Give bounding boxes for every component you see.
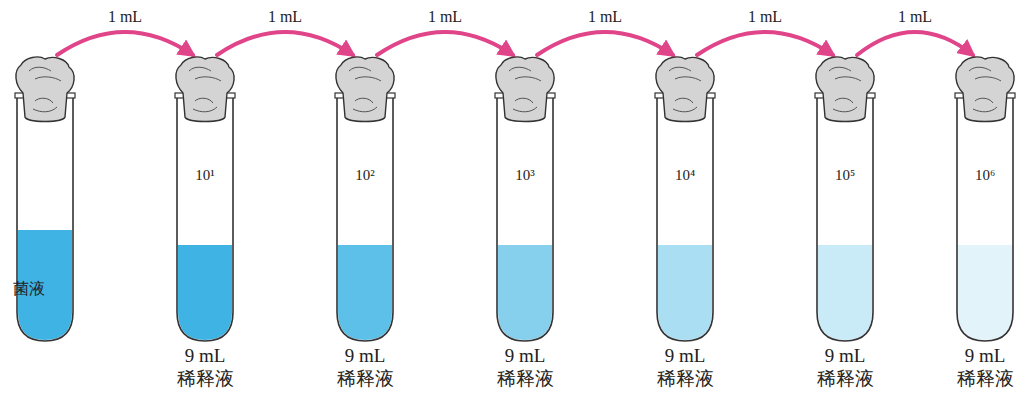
dilution-factor: 10³ bbox=[485, 167, 565, 184]
cotton-plug bbox=[656, 57, 714, 122]
tube-glass bbox=[817, 95, 873, 341]
liquid bbox=[658, 245, 712, 340]
plug-texture bbox=[29, 67, 61, 112]
cotton-plug bbox=[16, 57, 74, 122]
volume-label: 1 mL bbox=[585, 8, 625, 26]
volume-label: 1 mL bbox=[895, 8, 935, 26]
diluent-label: 9 mL 稀释液 bbox=[485, 345, 565, 391]
transfer-arrow bbox=[57, 32, 193, 55]
plug-texture bbox=[829, 67, 861, 112]
volume-label: 1 mL bbox=[425, 8, 465, 26]
test-tube bbox=[485, 55, 565, 390]
test-tube bbox=[805, 55, 885, 390]
tube-glass bbox=[497, 95, 553, 341]
diluent-label: 9 mL 稀释液 bbox=[645, 345, 725, 391]
culture-label: 菌液 bbox=[13, 279, 53, 300]
cotton-plug bbox=[816, 57, 874, 122]
test-tube bbox=[645, 55, 725, 390]
tube: 10⁵ 9 mL 稀释液 bbox=[805, 55, 885, 390]
dilution-factor: 10⁴ bbox=[645, 167, 725, 184]
liquid bbox=[338, 245, 392, 340]
cotton-plug bbox=[336, 57, 394, 122]
cotton-plug bbox=[176, 57, 234, 122]
diluent-label: 9 mL 稀释液 bbox=[945, 345, 1025, 391]
test-tube bbox=[945, 55, 1025, 390]
dilution-factor: 10¹ bbox=[165, 167, 245, 184]
liquid bbox=[958, 245, 1012, 340]
tube-glass bbox=[177, 95, 233, 341]
plug-texture bbox=[509, 67, 541, 112]
transfer-arrow bbox=[537, 32, 673, 55]
dilution-factor: 10² bbox=[325, 167, 405, 184]
tube-glass bbox=[657, 95, 713, 341]
transfer-arrow bbox=[217, 32, 353, 55]
tube: 10³ 9 mL 稀释液 bbox=[485, 55, 565, 390]
tube: 10¹ 9 mL 稀释液 bbox=[165, 55, 245, 390]
diluent-label: 9 mL 稀释液 bbox=[325, 345, 405, 391]
plug-texture bbox=[669, 67, 701, 112]
plug-texture bbox=[189, 67, 221, 112]
tube-glass bbox=[337, 95, 393, 341]
plug-texture bbox=[969, 67, 1001, 112]
test-tube bbox=[165, 55, 245, 390]
tube-glass bbox=[17, 95, 73, 341]
volume-label: 1 mL bbox=[105, 8, 145, 26]
transfer-arrow bbox=[857, 32, 973, 55]
tube: 10⁶ 9 mL 稀释液 bbox=[945, 55, 1025, 390]
liquid bbox=[818, 245, 872, 340]
tube-glass bbox=[957, 95, 1013, 341]
transfer-arrow bbox=[377, 32, 513, 55]
volume-label: 1 mL bbox=[265, 8, 305, 26]
dilution-factor: 10⁶ bbox=[945, 167, 1025, 184]
diluent-label: 9 mL 稀释液 bbox=[165, 345, 245, 391]
test-tube bbox=[325, 55, 405, 390]
cotton-plug bbox=[956, 57, 1014, 122]
diluent-label: 9 mL 稀释液 bbox=[805, 345, 885, 391]
liquid bbox=[498, 245, 552, 340]
tube: 10⁴ 9 mL 稀释液 bbox=[645, 55, 725, 390]
tube: 菌液 bbox=[5, 55, 85, 390]
volume-label: 1 mL bbox=[745, 8, 785, 26]
plug-texture bbox=[349, 67, 381, 112]
test-tube bbox=[5, 55, 85, 390]
dilution-factor: 10⁵ bbox=[805, 167, 885, 184]
tube: 10² 9 mL 稀释液 bbox=[325, 55, 405, 390]
transfer-arrow bbox=[697, 32, 833, 55]
liquid bbox=[178, 245, 232, 340]
cotton-plug bbox=[496, 57, 554, 122]
